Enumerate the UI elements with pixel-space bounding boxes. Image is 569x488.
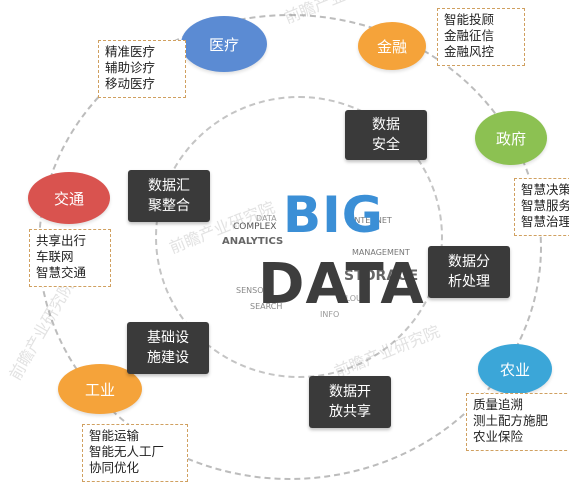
data-text: DATA [258,252,425,317]
stage-box-line: 数据开 [329,384,371,400]
wordcloud-word: COMPLEX [233,222,277,232]
domain-list-item: 智能投顾 [444,12,495,27]
domain-list-item: 测土配方施肥 [473,413,549,428]
domain-list-item: 智慧治理 [521,214,569,229]
domain-list-item: 精准医疗 [105,44,156,59]
domain-list-item: 智慧交通 [36,265,87,280]
domain-list-item: 金融风控 [444,44,495,59]
stage-box-security: 数据 安全 [345,110,427,160]
wordcloud-word: MANAGEMENT [352,248,410,257]
domain-node-transport: 交通 [28,172,110,224]
wordcloud-word: ANALYTICS [222,236,284,247]
domain-list-item: 协同优化 [89,460,140,475]
stage-box-aggregate: 数据汇 聚整合 [128,170,210,222]
wordcloud-word: INFO [320,310,340,319]
wordcloud-word: STORAGE [344,268,419,284]
stage-box-sharing: 数据开 放共享 [309,376,391,428]
domain-list-transport: 共享出行 车联网 智慧交通 [29,229,111,287]
stage-box-line: 数据分 [448,254,490,270]
big-text: BIG [283,186,384,244]
wordcloud-word: SENSORS [236,286,275,295]
domain-list-agriculture: 质量追溯 测土配方施肥 农业保险 [466,393,569,451]
stage-box-line: 聚整合 [148,198,190,214]
domain-list-item: 车联网 [36,249,74,264]
domain-list-item: 共享出行 [36,233,87,248]
wordcloud-word: DATA [256,214,277,223]
stage-box-line: 安全 [372,137,400,153]
domain-list-medical: 精准医疗 辅助诊疗 移动医疗 [98,40,186,98]
stage-box-analysis: 数据分 析处理 [428,246,510,298]
wordcloud-word: INTERNET [352,216,392,225]
domain-list-item: 智慧决策 [521,182,569,197]
domain-list-finance: 智能投顾 金融征信 金融风控 [437,8,525,66]
domain-list-item: 质量追溯 [473,397,524,412]
wordcloud-word: SEARCH [250,302,283,311]
wordcloud-word: CLOUD [340,294,369,303]
domain-node-agriculture: 农业 [478,344,552,394]
domain-list-government: 智慧决策 智慧服务 智慧治理 [514,178,569,236]
domain-list-item: 金融征信 [444,28,495,43]
domain-list-item: 智能无人工厂 [89,444,165,459]
domain-list-item: 智慧服务 [521,198,569,213]
domain-list-item: 智能运输 [89,428,140,443]
stage-box-line: 放共享 [329,404,371,420]
stage-box-line: 施建设 [147,350,189,366]
stage-box-line: 基础设 [147,330,189,346]
stage-box-line: 析处理 [448,274,490,290]
stage-box-line: 数据 [372,117,400,133]
domain-list-industry: 智能运输 智能无人工厂 协同优化 [82,424,188,482]
domain-list-item: 辅助诊疗 [105,60,156,75]
domain-node-government: 政府 [475,111,547,165]
domain-node-medical: 医疗 [181,16,267,72]
domain-list-item: 农业保险 [473,429,524,444]
domain-node-finance: 金融 [358,22,426,70]
domain-list-item: 移动医疗 [105,76,156,91]
stage-box-line: 数据汇 [148,178,190,194]
stage-box-infrastructure: 基础设 施建设 [127,322,209,374]
inner-dashed-ring [155,96,443,378]
